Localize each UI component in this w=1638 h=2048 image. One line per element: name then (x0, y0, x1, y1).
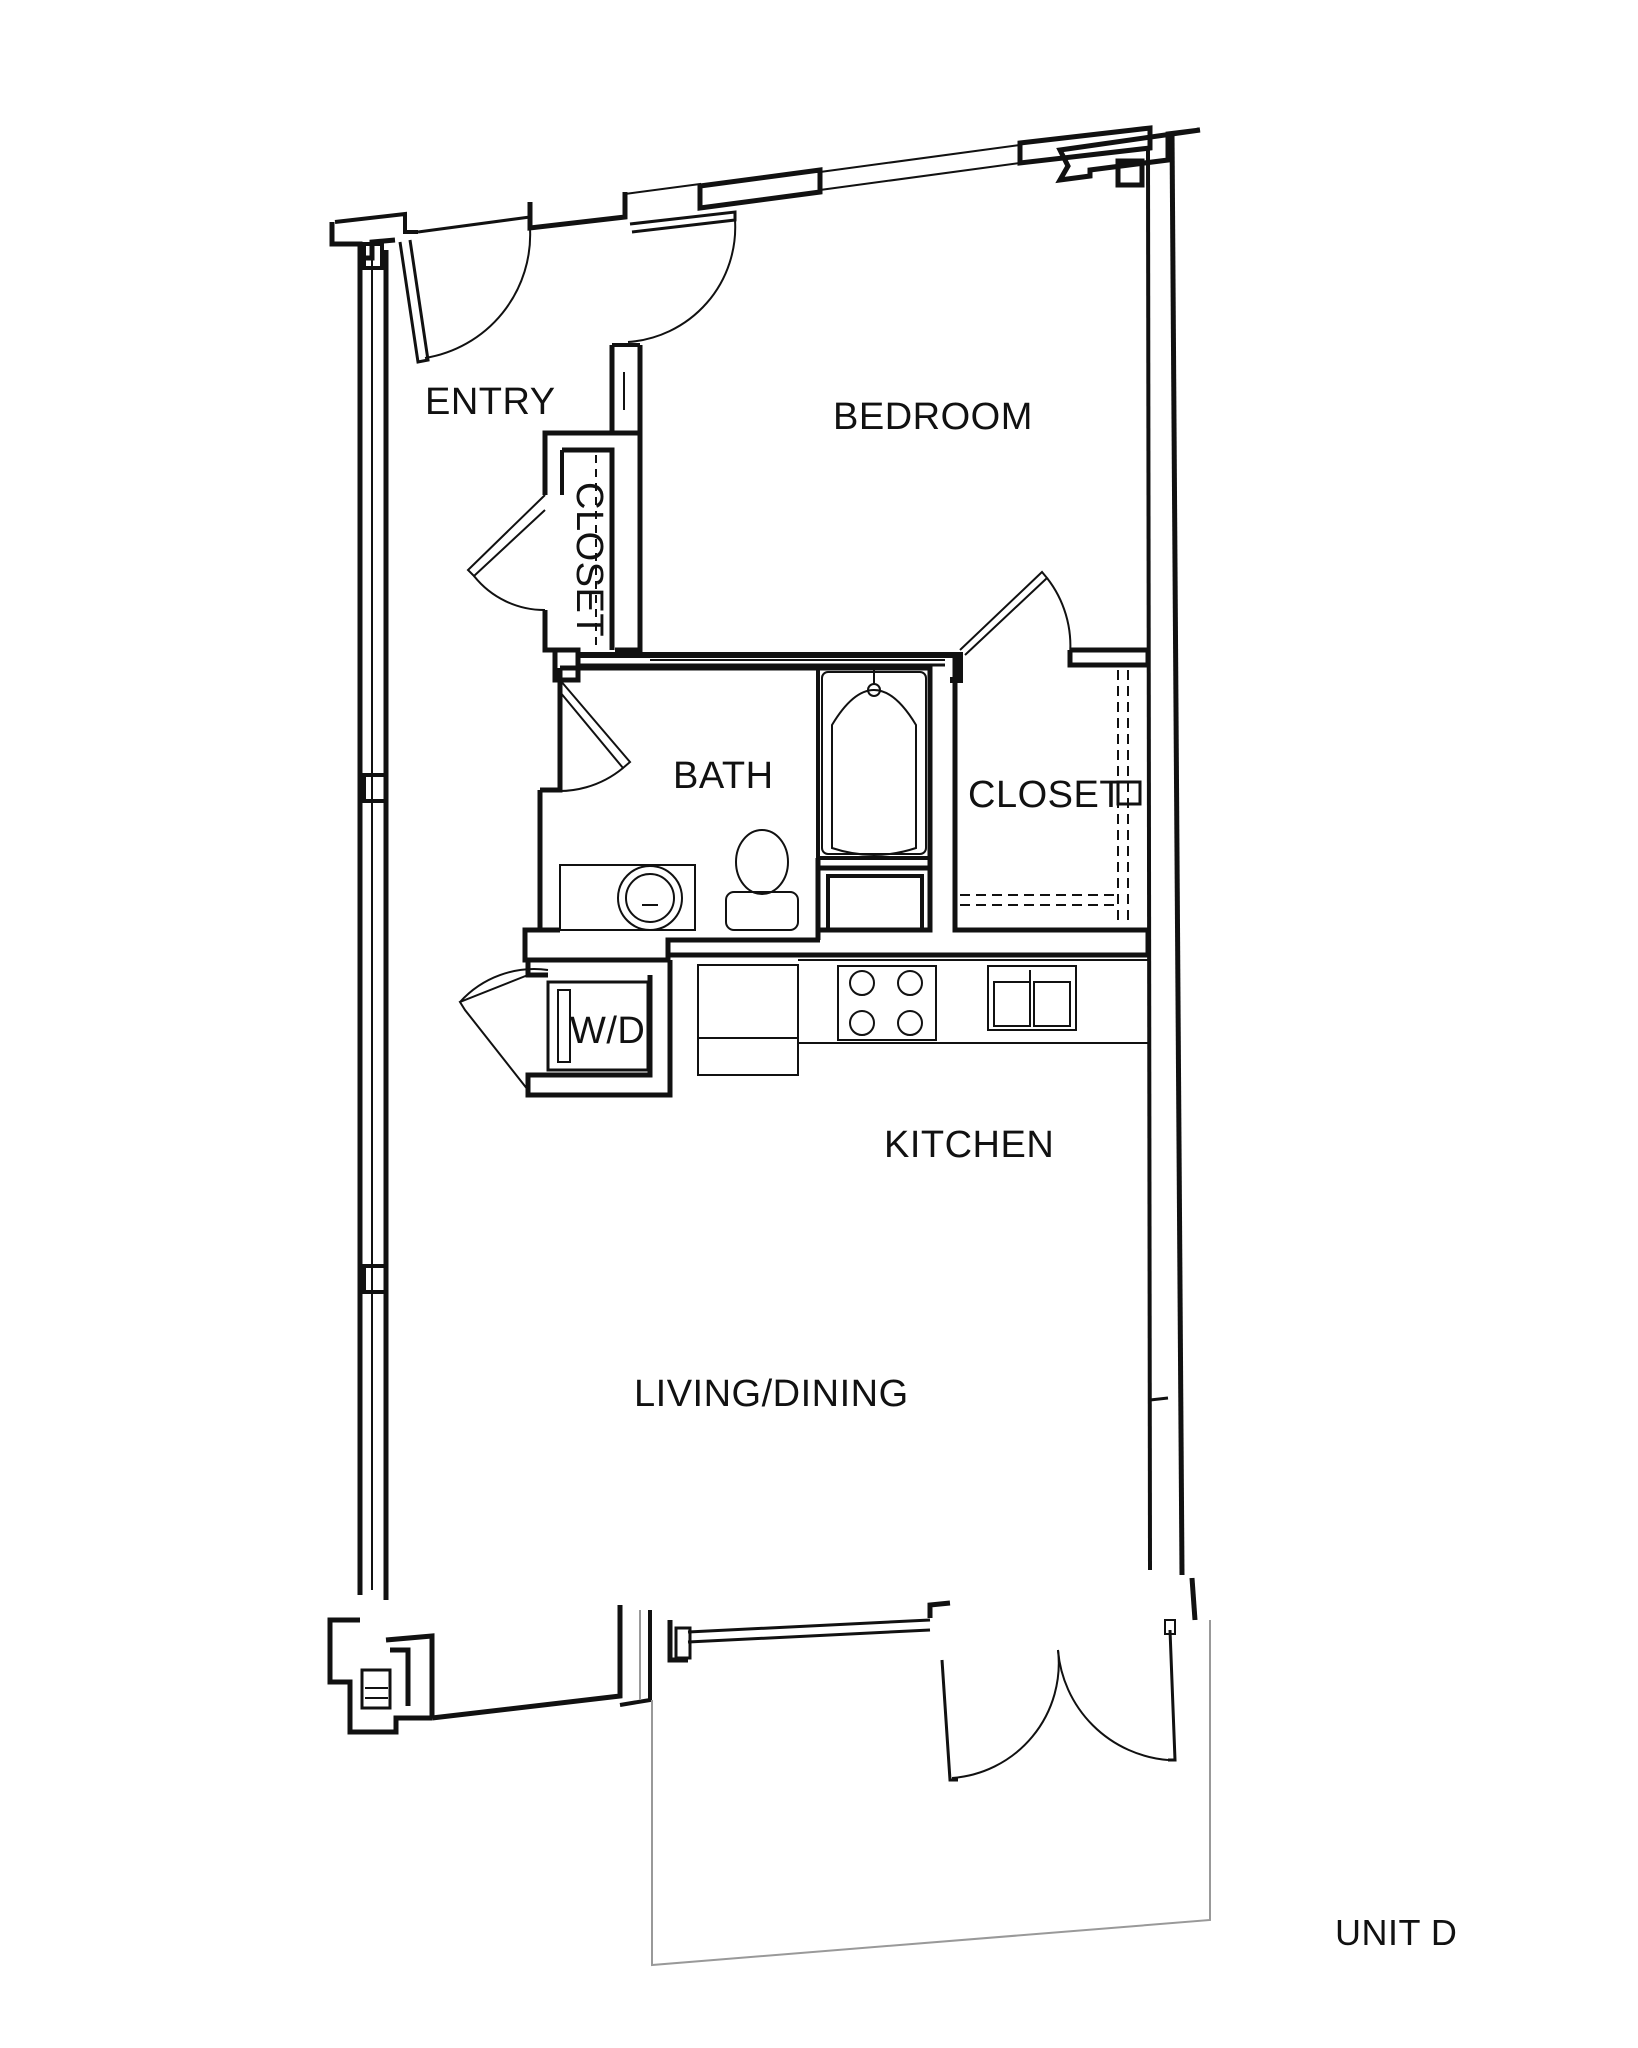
washer-dryer (546, 980, 650, 1072)
entry-closet-door (466, 494, 546, 578)
top-wall-window-2 (624, 182, 701, 210)
balcony-wall-left (667, 1620, 688, 1663)
room-label-kitchen: KITCHEN (884, 1124, 1055, 1166)
room-label-bedroom: BEDROOM (833, 396, 1033, 438)
corner-column-top-right (1115, 158, 1145, 188)
top-right-corner (1055, 127, 1201, 184)
entry-door-swing (424, 227, 532, 359)
column-left-2 (362, 1264, 388, 1294)
vanity (559, 864, 696, 931)
bedroom-closet-walls (668, 655, 1151, 958)
bottom-left-wall (327, 1617, 432, 1735)
room-label-bath: BATH (673, 755, 774, 797)
balcony-outline (639, 1610, 1211, 1967)
refrigerator (697, 964, 799, 1076)
room-label-bedroom-closet: CLOSET (968, 774, 1124, 816)
entry-closet-walls (542, 430, 612, 495)
bedroom-door-leaf (629, 210, 737, 234)
right-wall-outer (1169, 131, 1185, 1576)
top-wall-block-1 (697, 167, 823, 211)
room-label-laundry: W/D (570, 1010, 646, 1052)
balcony-door-right (1168, 1629, 1177, 1762)
top-wall-segment (527, 192, 628, 231)
cooktop (837, 965, 937, 1041)
top-wall-window-3b (819, 162, 1021, 191)
top-wall-block-2 (1017, 125, 1153, 166)
bedroom-door-swing (627, 219, 737, 343)
column-left-1 (362, 773, 388, 803)
top-wall-outer (334, 211, 418, 234)
entry-door-leaf (398, 239, 430, 364)
kitchen-sink (987, 965, 1077, 1031)
laundry-door (458, 974, 529, 1091)
walls (327, 125, 1201, 1782)
right-wall-inner (1146, 149, 1152, 1571)
room-label-living-dining: LIVING/DINING (634, 1373, 909, 1415)
room-label-entry: ENTRY (425, 381, 556, 423)
toilet (735, 829, 789, 895)
top-wall-window-3 (819, 144, 1021, 173)
balcony-door-left (940, 1659, 958, 1782)
top-wall-window (417, 215, 531, 234)
partition-entry-bedroom (609, 345, 643, 436)
unit-label: UNIT D (1335, 1912, 1458, 1953)
bath-walls (540, 668, 563, 793)
room-label-entry-closet: CLOSET (568, 482, 610, 638)
bath-door (559, 679, 632, 770)
bedroom-closet-door (959, 570, 1049, 656)
